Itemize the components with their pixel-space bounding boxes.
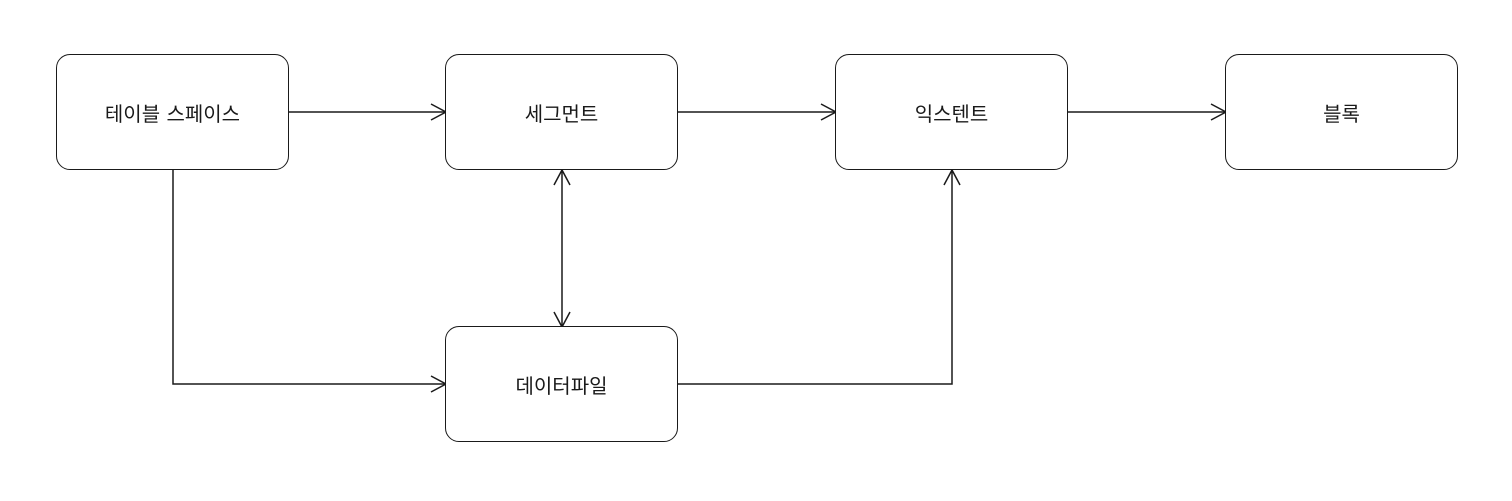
relation-tablespace-datafile (172, 170, 448, 393)
crows-foot-marker-top (553, 168, 571, 186)
connector-line (678, 170, 953, 385)
entity-label: 세그먼트 (524, 101, 599, 126)
relation-segment-extent (678, 103, 838, 121)
entity-segment: 세그먼트 (445, 54, 678, 170)
entity-label: 블록 (1323, 101, 1360, 126)
relation-datafile-extent (678, 168, 961, 385)
relation-segment-datafile (553, 168, 571, 329)
entity-label: 데이터파일 (515, 373, 608, 398)
relation-tablespace-segment (289, 103, 448, 121)
relation-extent-block (1068, 103, 1228, 121)
entity-datafile: 데이터파일 (445, 326, 678, 442)
connector-line (172, 170, 446, 385)
entity-label: 익스텐트 (914, 101, 989, 126)
crows-foot-marker (943, 168, 961, 186)
entity-extent: 익스텐트 (835, 54, 1068, 170)
entity-tablespace: 테이블 스페이스 (56, 54, 289, 170)
entity-block: 블록 (1225, 54, 1458, 170)
entity-label: 테이블 스페이스 (104, 101, 241, 126)
